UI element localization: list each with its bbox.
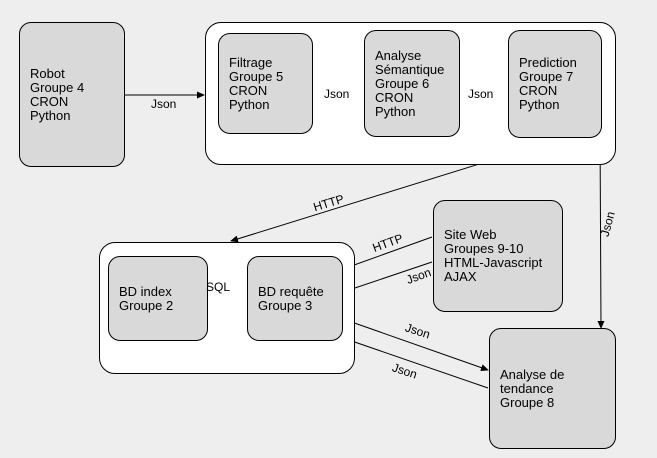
arrow-site-to-bdreq	[342, 261, 433, 293]
filtrage-line: Groupe 5	[229, 68, 284, 84]
arrow-bdreq-to-tendance	[342, 318, 489, 371]
label-robot-to-pipeline: Json	[151, 97, 177, 111]
analyse-semantique-line: Sémantique	[375, 61, 445, 77]
robot-line: Groupe 4	[30, 79, 85, 95]
prediction-line: Prediction	[519, 55, 577, 70]
prediction-line: Groupe 7	[519, 69, 574, 84]
analyse-tendance-line: tendance	[500, 380, 554, 396]
prediction-line: Python	[519, 97, 560, 112]
arrow-bdreq-to-site	[342, 236, 433, 270]
analyse-semantique-box: Analyse Sémantique Groupe 6 CRON Python	[364, 30, 460, 137]
filtrage-line: CRON	[229, 82, 268, 98]
analyse-semantique-line: Groupe 6	[375, 75, 430, 91]
bd-requete-line: Groupe 3	[258, 297, 313, 313]
analyse-tendance-line: Analyse de	[500, 366, 565, 382]
site-web-line: AJAX	[444, 269, 477, 284]
analyse-tendance-box: Analyse de tendance Groupe 8	[489, 328, 616, 449]
robot-line: CRON	[30, 93, 69, 109]
robot-box: Robot Groupe 4 CRON Python	[19, 22, 125, 167]
label-filtrage-to-analyse: Json	[324, 87, 350, 101]
prediction-line: CRON	[519, 83, 558, 98]
analyse-tendance-line: Groupe 8	[500, 394, 555, 410]
prediction-box: Prediction Groupe 7 CRON Python	[508, 30, 602, 138]
robot-line: Robot	[30, 65, 65, 81]
label-bdreq-to-bdindex: SQL	[206, 280, 231, 294]
filtrage-line: Filtrage	[229, 54, 273, 70]
filtrage-box: Filtrage Groupe 5 CRON Python	[218, 33, 313, 134]
site-web-box: Site Web Groupes 9-10 HTML-Javascript AJ…	[433, 200, 563, 312]
robot-line: Python	[30, 107, 71, 123]
analyse-semantique-line: Analyse	[375, 47, 422, 63]
analyse-semantique-line: CRON	[375, 89, 414, 105]
bd-index-line: Groupe 2	[119, 297, 174, 313]
site-web-line: Groupes 9-10	[444, 241, 524, 256]
bd-index-box: BD index Groupe 2	[108, 256, 208, 341]
bd-requete-box: BD requête Groupe 3	[247, 256, 343, 341]
label-analyse-to-prediction: Json	[468, 87, 494, 101]
analyse-semantique-line: Python	[375, 103, 416, 119]
filtrage-line: Python	[229, 96, 270, 112]
site-web-line: Site Web	[444, 227, 497, 242]
arrow-tendance-to-bdreq	[342, 336, 489, 389]
site-web-line: HTML-Javascript	[444, 255, 543, 270]
bd-index-line: BD index	[119, 283, 172, 299]
bd-requete-line: BD requête	[258, 283, 324, 299]
